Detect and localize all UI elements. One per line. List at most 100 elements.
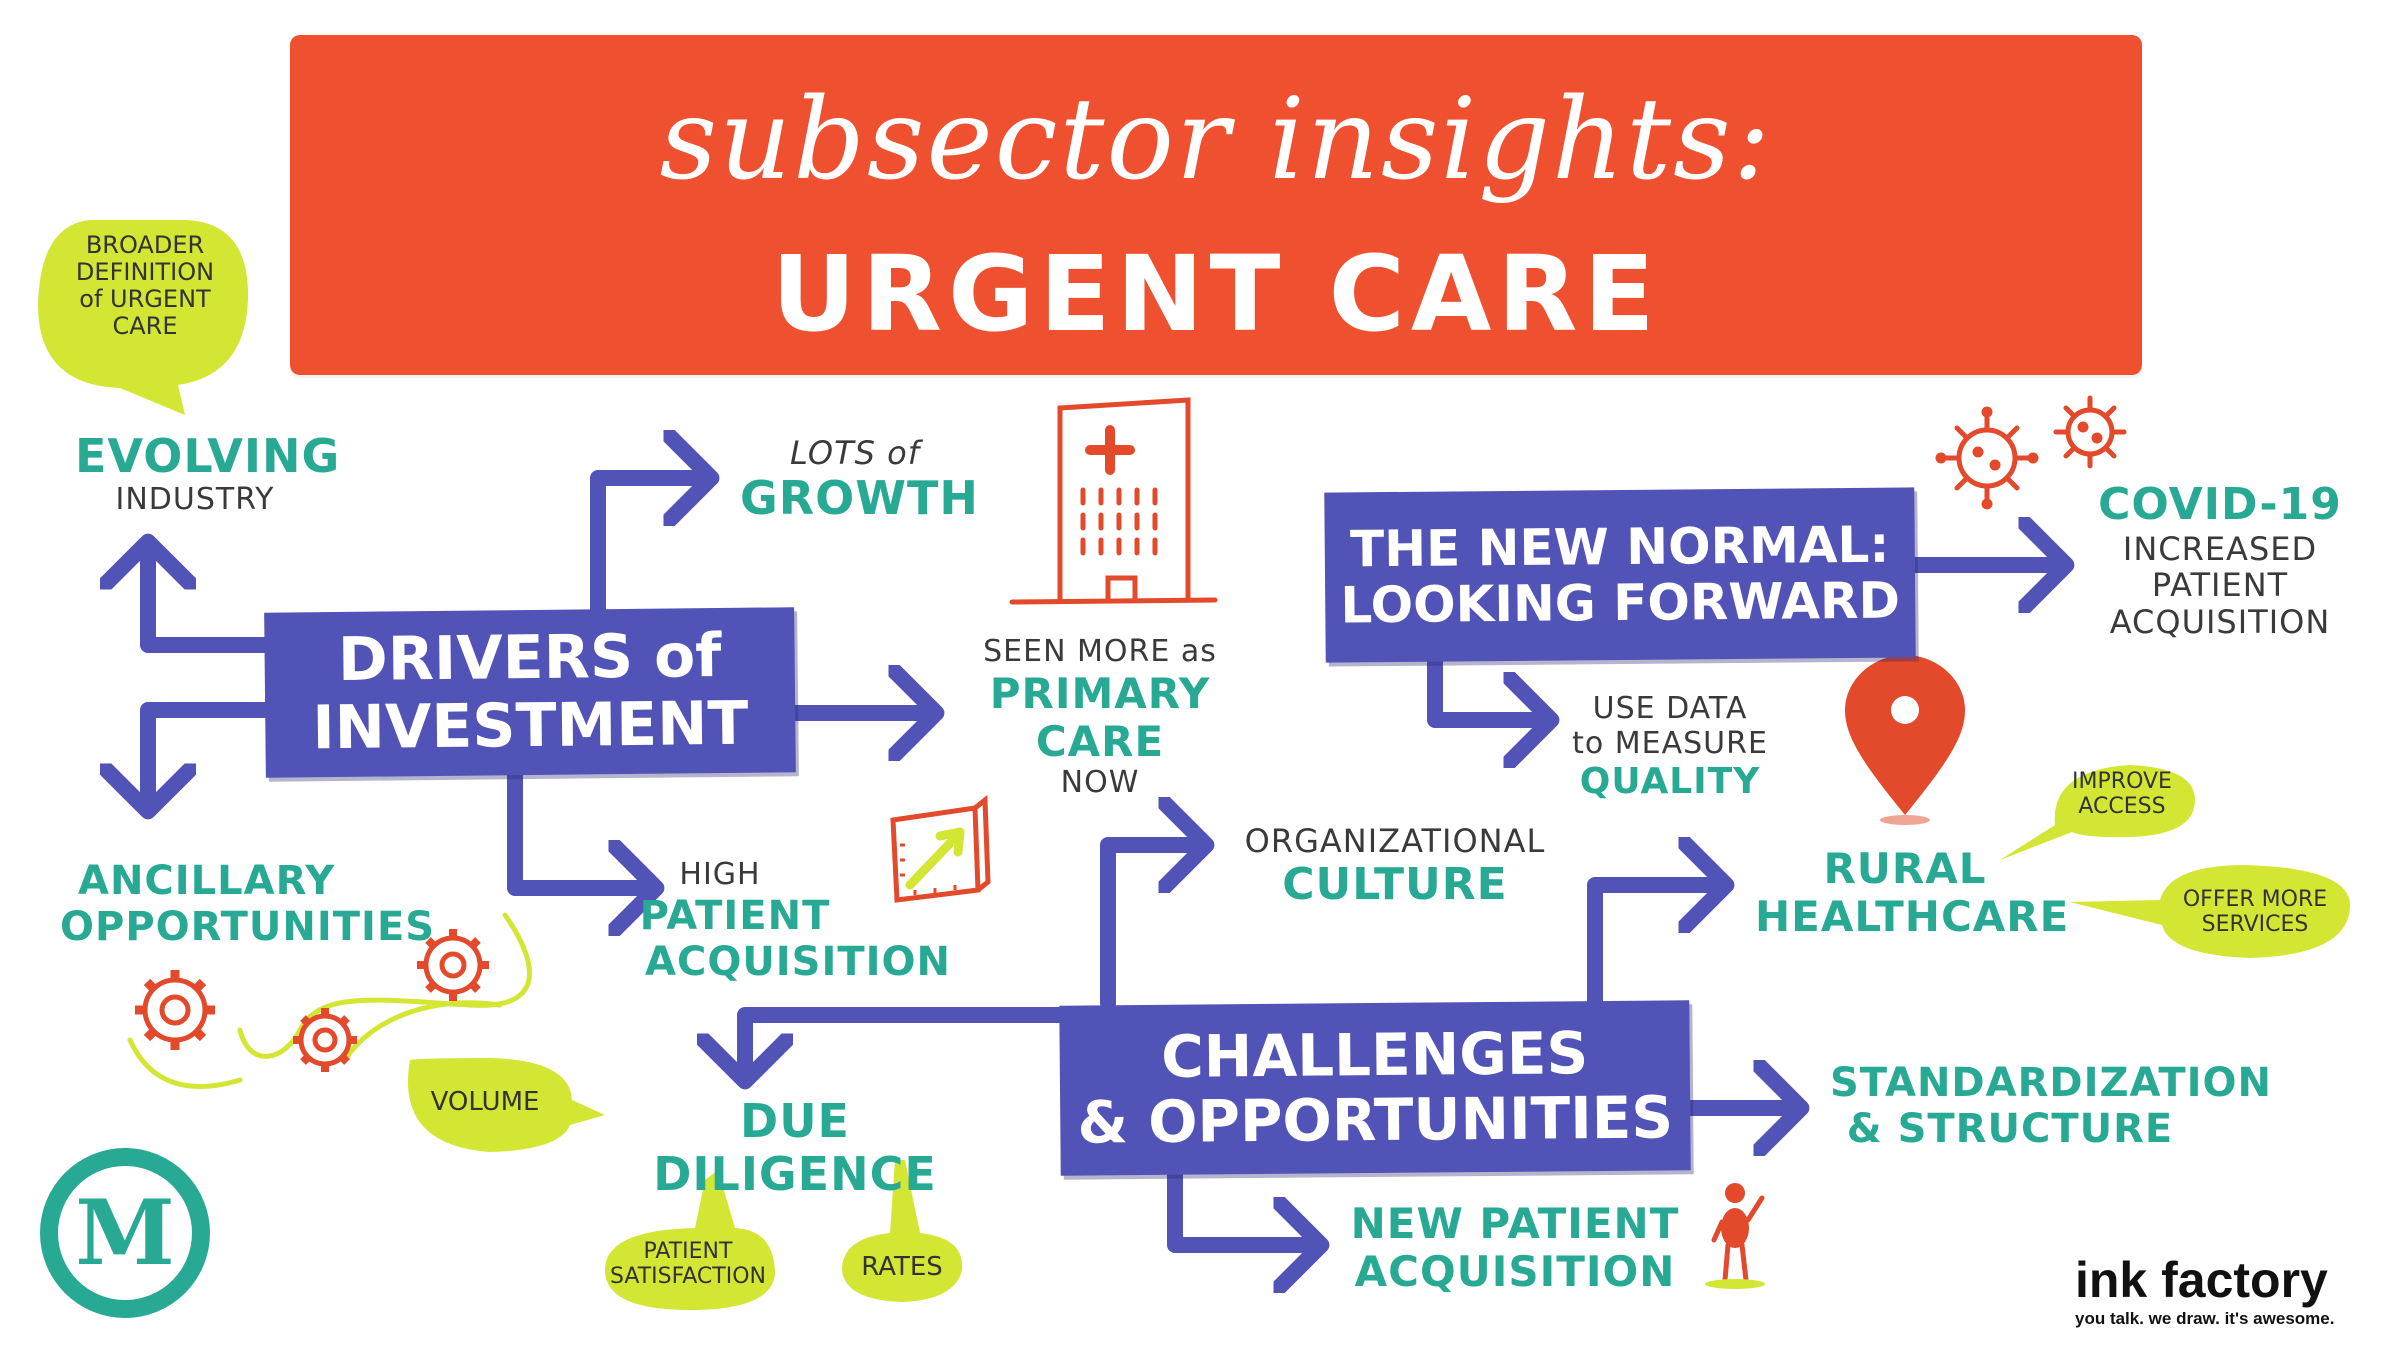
bubble-rates-shape: [842, 1160, 963, 1302]
bubble-volume-text: VOLUME: [430, 1087, 540, 1117]
care-label: CARE: [1035, 716, 1165, 766]
bubble-offer-more-services: OFFER MORE SERVICES: [2160, 887, 2350, 937]
location-pin-icon: [1845, 655, 1965, 825]
bubble-volume-shape: [407, 1058, 605, 1152]
node-primary-care: SEEN MORE as PRIMARY CARE NOW: [955, 634, 1245, 801]
node-lots-of-growth: LOTS of GROWTH: [740, 434, 979, 525]
node-organizational-culture: ORGANIZATIONAL CULTURE: [1225, 823, 1565, 910]
ancillary-label: ANCILLARY: [78, 858, 336, 904]
bubble-broader-definition: BROADER DEFINITION of URGENT CARE: [45, 232, 245, 340]
bubble-patient-satisfaction: PATIENT SATISFACTION: [598, 1239, 778, 1289]
bubble-offer-shape: [2070, 865, 2350, 958]
now-label: NOW: [1060, 765, 1140, 801]
standardization-label: STANDARDIZATION: [1830, 1060, 2272, 1106]
gear-icon: [293, 1008, 357, 1072]
bubble-volume: VOLUME: [395, 1087, 575, 1117]
hub-challenges-opportunities: CHALLENGES & OPPORTUNITIES: [1059, 1000, 1691, 1176]
use-data-label: USE DATA: [1592, 691, 1748, 726]
gear-icon: [135, 970, 215, 1050]
acquisition-sub-label: ACQUISITION: [2109, 603, 2331, 642]
bubble-offer-l1: OFFER MORE: [2182, 887, 2328, 912]
arrow-to-org-culture: [1100, 845, 1200, 1011]
evolving-label: EVOLVING: [75, 429, 341, 483]
arrow-to-growth: [590, 478, 705, 618]
bubble-offer-l2: SERVICES: [2201, 911, 2309, 937]
structure-label: & STRUCTURE: [1846, 1106, 2174, 1152]
banner-title: URGENT CARE: [771, 233, 1661, 355]
virus-icon: [1935, 406, 2039, 510]
to-measure-label: to MEASURE: [1572, 725, 1768, 761]
industry-label: INDUSTRY: [115, 481, 275, 517]
virus-icon: [2053, 395, 2127, 469]
person-icon: [1705, 1183, 1765, 1289]
arrow-to-ancillary: [148, 702, 278, 805]
hospital-icon: [1009, 397, 1218, 605]
high-label: HIGH: [679, 857, 761, 892]
lots-of-label: LOTS of: [790, 434, 920, 472]
ink-factory-tagline: you talk. we draw. it's awesome.: [2075, 1309, 2335, 1328]
increased-label: INCREASED: [2122, 529, 2318, 568]
ink-factory-name: ink factory: [2075, 1252, 2328, 1308]
hub-challenges-line2: & OPPORTUNITIES: [1077, 1083, 1674, 1157]
seen-more-label: SEEN MORE as: [983, 634, 1217, 669]
bubble-improve-shape: [2000, 765, 2195, 860]
node-new-patient-acquisition: NEW PATIENT ACQUISITION: [1345, 1199, 1685, 1297]
rural-label: RURAL: [1823, 844, 1987, 893]
primary-label: PRIMARY: [989, 668, 1211, 718]
healthcare-label: HEALTHCARE: [1755, 892, 2070, 942]
new-patient-label: NEW PATIENT: [1350, 1199, 1680, 1248]
bubble-rates-text: RATES: [861, 1252, 943, 1282]
covid-label: COVID-19: [2098, 479, 2342, 530]
bubble-rates: RATES: [842, 1252, 962, 1282]
swoosh-line: [127, 1037, 243, 1089]
node-evolving-industry: EVOLVING INDUSTRY: [75, 429, 341, 517]
bubble-broader-l4: CARE: [112, 311, 178, 340]
arrow-to-high-patient: [507, 767, 650, 888]
arrow-to-rural: [1587, 885, 1720, 1011]
growth-label: GROWTH: [740, 470, 979, 525]
bubble-patient-sat-l1: PATIENT: [643, 1239, 733, 1264]
bubble-broader-shape: [38, 220, 249, 415]
bubble-patient-sat-l2: SATISFACTION: [610, 1263, 766, 1289]
due-diligence-label: DUE DILIGENCE: [653, 1094, 937, 1201]
bubble-improve-l2: ACCESS: [2078, 793, 2166, 819]
patient-sub-label: PATIENT: [2151, 566, 2289, 605]
arrow-to-use-data: [1427, 652, 1545, 720]
banner-subtitle: subsector insights:: [659, 75, 1773, 205]
node-use-data-quality: USE DATA to MEASURE QUALITY: [1560, 691, 1780, 802]
swoosh-line: [342, 1000, 503, 1063]
hub-new-normal-line2: LOOKING FORWARD: [1340, 571, 1901, 635]
bubble-broader-l3: of URGENT: [79, 284, 211, 313]
hub-challenges-line1: CHALLENGES: [1160, 1019, 1589, 1091]
node-standardization-structure: STANDARDIZATION & STRUCTURE: [1830, 1060, 2272, 1152]
m-logo: M: [40, 1148, 210, 1318]
culture-label: CULTURE: [1282, 858, 1508, 910]
hub-new-normal: THE NEW NORMAL: LOOKING FORWARD: [1324, 487, 1916, 663]
arrow-to-due-diligence: [745, 1007, 1068, 1075]
quality-label: QUALITY: [1579, 761, 1761, 802]
patient-label: PATIENT: [639, 892, 831, 939]
bubble-patient-sat-shape: [605, 1170, 775, 1310]
opportunities-label: OPPORTUNITIES: [60, 904, 436, 950]
hub-drivers-line1: DRIVERS of: [337, 621, 722, 696]
title-banner: subsector insights: URGENT CARE: [290, 35, 2142, 375]
arrow-to-new-patient: [1167, 1162, 1315, 1245]
new-acquisition-label: ACQUISITION: [1354, 1247, 1676, 1297]
bubble-broader-l1: BROADER: [85, 231, 205, 259]
hub-new-normal-line1: THE NEW NORMAL:: [1349, 515, 1890, 579]
ink-factory-logo: ink factory you talk. we draw. it's awes…: [2075, 1255, 2395, 1329]
bubble-improve-l1: IMPROVE: [2072, 769, 2172, 794]
node-high-patient-acquisition: HIGH PATIENT ACQUISITION: [640, 857, 952, 985]
node-rural-healthcare: RURAL HEALTHCARE: [1755, 844, 2070, 942]
organizational-label: ORGANIZATIONAL: [1244, 822, 1546, 860]
bubble-broader-l2: DEFINITION: [75, 257, 215, 286]
acquisition-label: ACQUISITION: [645, 938, 952, 985]
arrow-to-evolving: [148, 548, 278, 653]
hub-drivers-of-investment: DRIVERS of INVESTMENT: [264, 607, 796, 778]
node-due-diligence: DUE DILIGENCE: [600, 1095, 990, 1201]
m-logo-letter: M: [75, 1180, 175, 1286]
swoosh-line: [237, 912, 533, 1059]
growth-chart-icon: [890, 794, 991, 903]
bubble-improve-access: IMPROVE ACCESS: [2052, 769, 2192, 819]
